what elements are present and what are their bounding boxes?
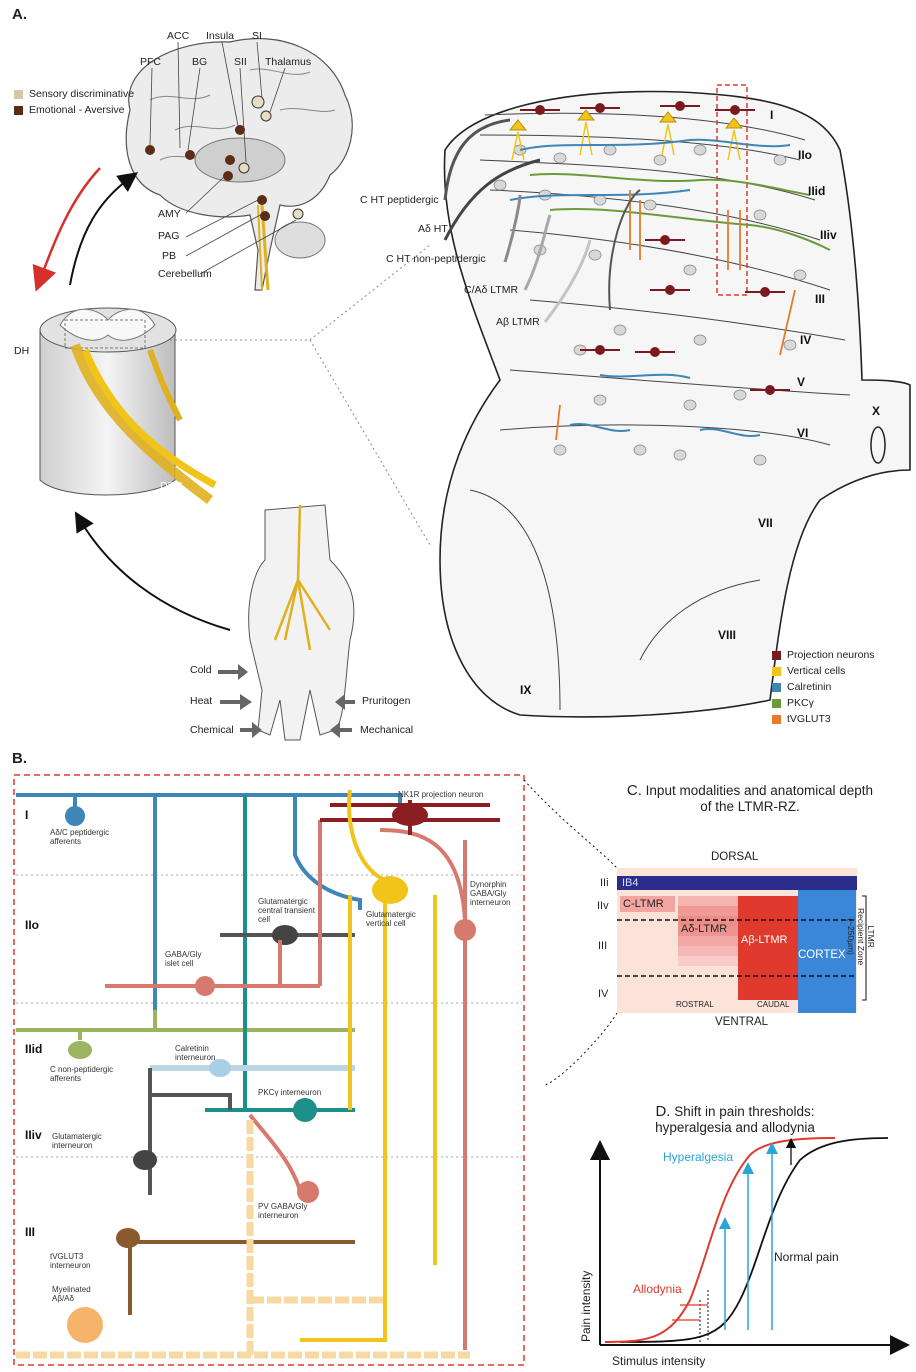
d-hyperalgesia-label: Hyperalgesia: [663, 1150, 733, 1164]
d-xlabel: Stimulus intensity: [612, 1354, 705, 1368]
normal-curve: [620, 1138, 888, 1342]
shifted-curve: [605, 1138, 835, 1342]
d-ylabel: Pain intensity: [579, 1271, 593, 1342]
d-allodynia-label: Allodynia: [633, 1282, 682, 1296]
d-normal-label: Normal pain: [774, 1250, 839, 1264]
